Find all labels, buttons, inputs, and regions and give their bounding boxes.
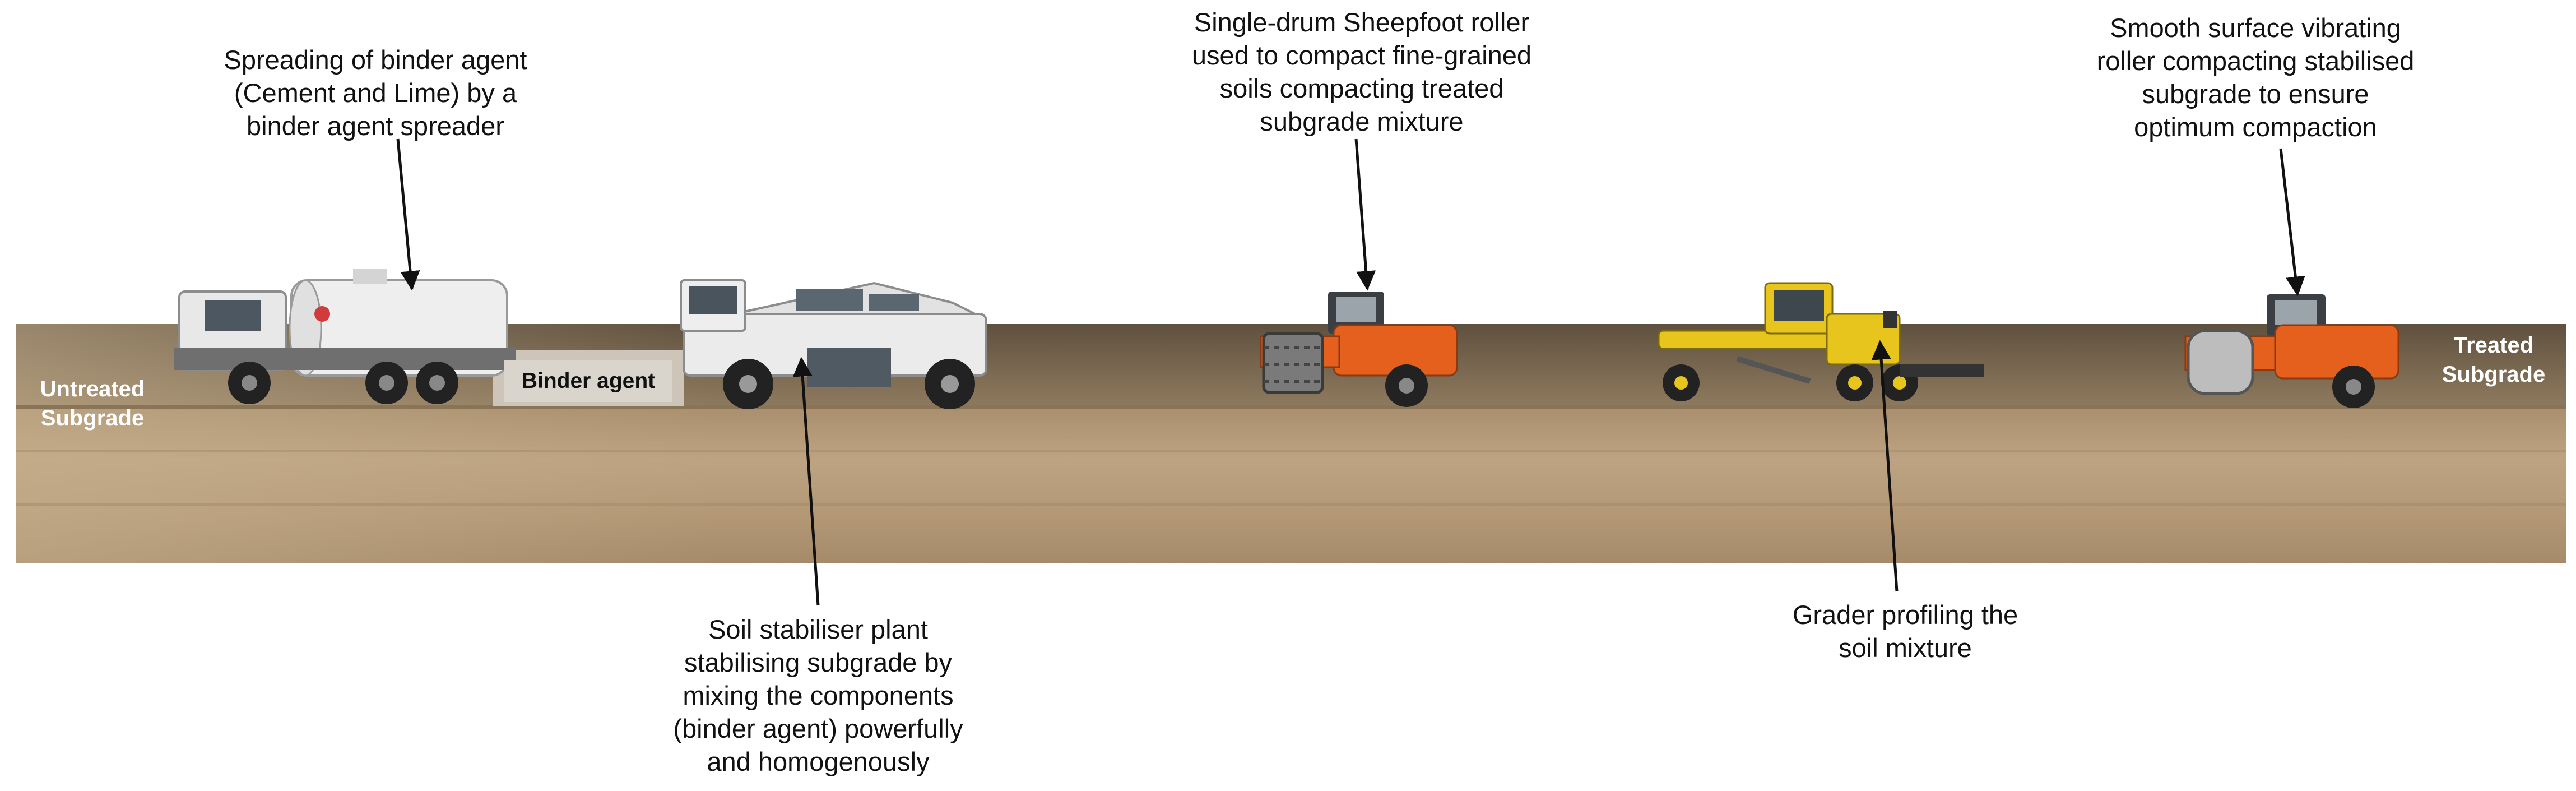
callout-line: Smooth surface vibrating [2110, 13, 2401, 43]
stabiliser-callout: Soil stabiliser plant stabilising subgra… [616, 613, 1020, 778]
treated-subgrade-label: Treated Subgrade [2426, 331, 2561, 389]
sheepfoot-arrow [1354, 138, 1376, 291]
sheepfoot-callout: Single-drum Sheepfoot roller used to com… [1138, 6, 1586, 138]
callout-line: (binder agent) powerfully [673, 714, 963, 743]
callout-line: optimum compaction [2134, 112, 2377, 142]
label-line: Untreated [40, 377, 145, 401]
callout-line: Grader profiling the [1792, 600, 2018, 630]
callout-line: Single-drum Sheepfoot roller [1194, 7, 1530, 37]
callout-arrows [396, 138, 2305, 606]
callout-line: binder agent spreader [247, 111, 504, 141]
untreated-subgrade-label: Untreated Subgrade [22, 374, 163, 433]
label-line: Subgrade [40, 406, 145, 431]
callout-line: subgrade mixture [1260, 107, 1464, 136]
callout-line: used to compact fine-grained [1191, 40, 1532, 70]
smooth-roller-callout: Smooth surface vibrating roller compacti… [2045, 11, 2466, 144]
callout-line: stabilising subgrade by [684, 647, 953, 677]
callout-line: soil mixture [1839, 633, 1972, 663]
label-line: Treated [2453, 333, 2534, 358]
smooth-drum-roller [2184, 294, 2399, 408]
grader-arrow [1871, 340, 1899, 592]
binder-spreader-truck [174, 269, 516, 404]
soil-stabiliser-plant [680, 279, 987, 409]
callout-line: roller compacting stabilised [2096, 46, 2415, 76]
stabiliser-arrow [792, 357, 820, 606]
spreader-callout: Spreading of binder agent (Cement and Li… [179, 43, 572, 142]
spreader-arrow [396, 138, 420, 291]
sheepfoot-roller [1260, 292, 1458, 407]
callout-line: and homogenously [707, 747, 930, 776]
callout-line: Soil stabiliser plant [708, 614, 928, 644]
label-line: Subgrade [2442, 362, 2546, 387]
smooth-roller-arrow [2279, 148, 2305, 297]
callout-line: subgrade to ensure [2142, 79, 2369, 109]
callout-line: mixing the components [683, 681, 954, 710]
callout-line: soils compacting treated [1219, 73, 1504, 103]
binder-agent-label: Binder agent [504, 360, 672, 402]
callout-line: (Cement and Lime) by a [234, 78, 517, 108]
callout-line: Spreading of binder agent [224, 45, 527, 75]
grader-callout: Grader profiling the soil mixture [1709, 598, 2101, 664]
